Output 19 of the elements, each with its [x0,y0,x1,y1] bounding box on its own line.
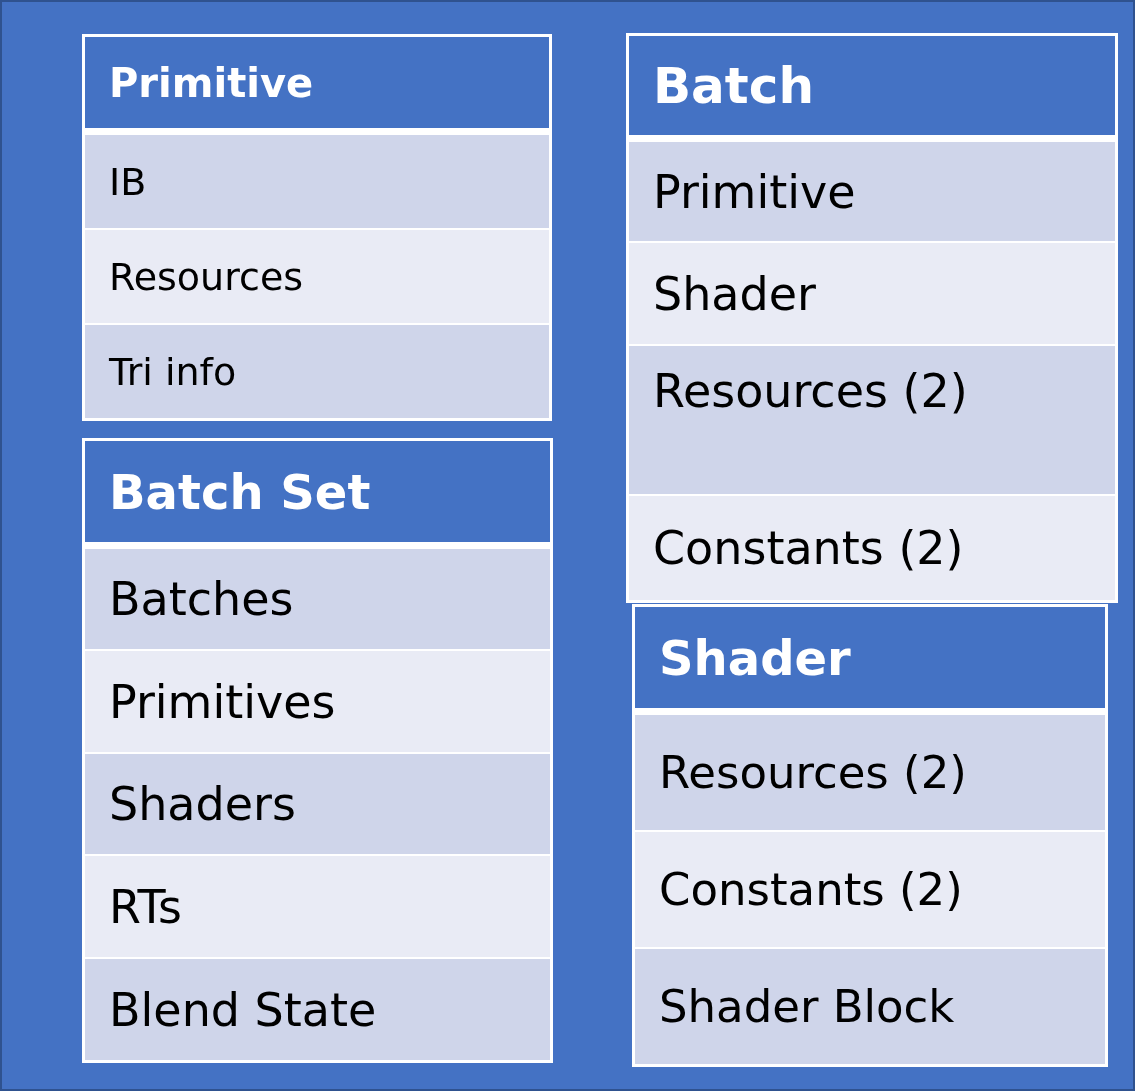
table-row: Blend State [85,957,550,1060]
table-row: Resources (2) [635,713,1105,830]
table-row: Tri info [85,323,549,418]
table [626,33,1118,603]
table-row: Constants (2) [629,494,1115,600]
table [82,438,553,1063]
table [82,34,552,421]
table-row: Resources (2) [629,344,1115,494]
table-row: Primitives [85,649,550,752]
table-row: Shader Block [635,947,1105,1064]
table-row: Resources [85,228,549,323]
table-row: Shader [629,241,1115,344]
table-row: Batches [85,547,550,649]
table-row: Primitive [629,140,1115,241]
table-row: IB [85,133,549,228]
table-row: RTs [85,854,550,957]
table [632,604,1108,1067]
table-row: Constants (2) [635,830,1105,947]
table-row: Shaders [85,752,550,854]
